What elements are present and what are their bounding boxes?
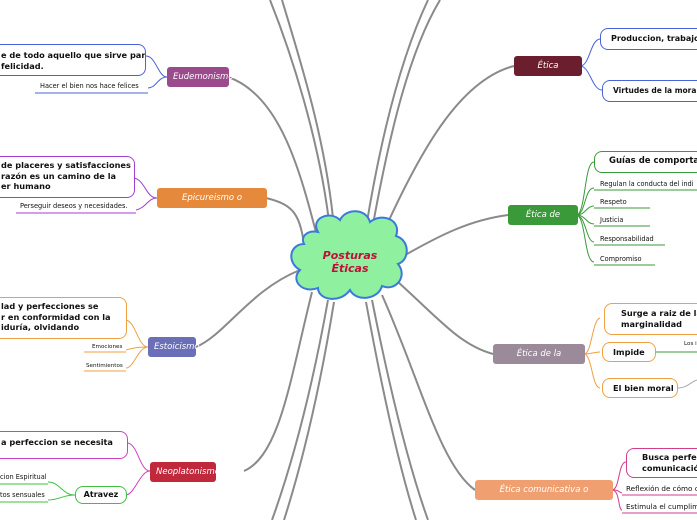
connector-bottom-right-2 — [365, 301, 417, 520]
comunicativa-def-line2: comunicación — [642, 462, 697, 473]
comunicativa-definition-box[interactable]: Busca perfecci comunicación — [626, 448, 697, 478]
liberacion-def-line2: marginalidad — [621, 318, 682, 329]
liberacion-def-line1: Surge a raiz de la p — [621, 308, 697, 318]
marxista-leaf-produccion-text: Produccion, trabajo — [611, 34, 697, 43]
neoplatonismo-leaf-2[interactable]: tos sensuales — [0, 491, 45, 499]
connector-top-right — [371, 0, 441, 231]
connector-liberacion — [397, 281, 494, 355]
connector-neoplatonismo — [243, 291, 313, 472]
branch-comunicativa[interactable]: Ética comunicativa o Dialógico — [475, 480, 613, 515]
neoplatonismo-definition-box[interactable]: a perfeccion se necesita — [0, 431, 128, 459]
neoplatonismo-atravez-label: Atravez — [83, 490, 119, 499]
connector-epicureismo — [265, 197, 306, 251]
central-topic[interactable]: Posturas Éticas — [292, 249, 408, 275]
valores-definition-box[interactable]: Guías de comporta — [594, 151, 697, 173]
branch-eudemonismo[interactable]: Eudemonismo — [167, 67, 234, 87]
valores-item-3[interactable]: Justicia — [600, 216, 624, 224]
neoplatonismo-def-line1: a perfeccion se necesita — [1, 437, 113, 447]
connector-top-left-2 — [281, 0, 335, 229]
valores-item-5[interactable]: Compromiso — [600, 255, 642, 263]
connector-bottom-right — [371, 299, 429, 520]
estoicismo-leaf-sentimientos[interactable]: Sentimientos — [86, 363, 123, 369]
branch-marxista[interactable]: Ética Marxista — [514, 56, 582, 91]
liberacion-bien-moral-text: El bien moral — [613, 383, 674, 393]
liberacion-impide-leaf[interactable]: Los i — [684, 341, 697, 347]
comunicativa-leaf-1[interactable]: Reflexión de cómo c — [626, 484, 697, 493]
liberacion-definition-box[interactable]: Surge a raiz de la p marginalidad — [604, 303, 697, 335]
branch-neoplatonismo[interactable]: Neoplatonismo — [150, 462, 220, 482]
eudemonismo-def-line2: felicidad. — [1, 61, 44, 72]
connector-top-right-2 — [365, 0, 429, 229]
neoplatonismo-atravez-box[interactable]: Atravez — [75, 486, 127, 504]
central-topic-line2: Éticas — [331, 261, 369, 275]
eudemonismo-def-line1: e de todo aquello que sirve para — [1, 50, 146, 60]
connector-bottom-left — [271, 299, 329, 520]
estoicismo-definition-box[interactable]: lad y perfecciones se r en conformidad c… — [0, 297, 127, 339]
estoicismo-def-line2: r en conformidad con la — [1, 311, 111, 322]
epicureismo-leaf-1[interactable]: Perseguir deseos y necesidades. — [20, 202, 128, 210]
valores-def-text: Guías de comporta — [609, 156, 697, 166]
neoplatonismo-leaf-1[interactable]: cion Espiritual — [0, 473, 47, 481]
comunicativa-def-line1: Busca perfecci — [642, 452, 697, 462]
estoicismo-leaf-emociones[interactable]: Emociones — [92, 344, 123, 350]
epicureismo-def-line1: de placeres y satisfacciones — [1, 160, 131, 170]
comunicativa-leaf-2[interactable]: Estimula el cumplim — [626, 502, 697, 511]
connector-eudemonismo — [227, 76, 319, 241]
epicureismo-def-line3: er humano — [1, 181, 51, 192]
valores-item-1[interactable]: Regulan la conducta del indi — [600, 180, 694, 188]
epicureismo-def-line2: razón es un camino de la — [1, 170, 117, 181]
liberacion-bien-moral-box[interactable]: El bien moral — [602, 378, 678, 398]
center-cloud-shape — [290, 210, 408, 300]
branch-liberacion[interactable]: Ética de la Liberación — [493, 344, 585, 379]
eudemonismo-definition-box[interactable]: e de todo aquello que sirve para felicid… — [0, 44, 146, 76]
epicureismo-definition-box[interactable]: de placeres y satisfacciones razón es un… — [0, 156, 135, 198]
connector-top-left — [269, 0, 331, 231]
connector-comunicativa — [381, 294, 476, 491]
marxista-leaf-produccion[interactable]: Produccion, trabajo — [600, 28, 697, 50]
connector-valores — [399, 214, 509, 259]
branch-estoicismo[interactable]: Estoicismo — [148, 337, 200, 357]
estoicismo-def-line1: lad y perfecciones se — [1, 301, 99, 311]
connector-estoicismo — [195, 269, 301, 348]
estoicismo-def-line3: iduría, olvidando — [1, 322, 80, 333]
marxista-leaf-virtudes-text: Virtudes de la moral — [613, 86, 697, 95]
eudemonismo-leaf-1[interactable]: Hacer el bien nos hace felices — [40, 82, 139, 90]
connector-bottom-left-2 — [283, 301, 335, 520]
connector-marxista — [379, 65, 515, 241]
liberacion-impide-text: Impide — [613, 347, 645, 357]
branch-valores[interactable]: Ética de Valores — [508, 205, 578, 240]
marxista-leaf-virtudes[interactable]: Virtudes de la moral — [602, 80, 697, 102]
valores-item-2[interactable]: Respeto — [600, 198, 627, 206]
branch-epicureismo[interactable]: Epicureismo o Hedonismo — [157, 188, 267, 223]
valores-item-4[interactable]: Responsabilidad — [600, 235, 654, 243]
liberacion-impide-box[interactable]: Impide — [602, 342, 656, 362]
central-topic-line1: Posturas — [322, 249, 378, 262]
